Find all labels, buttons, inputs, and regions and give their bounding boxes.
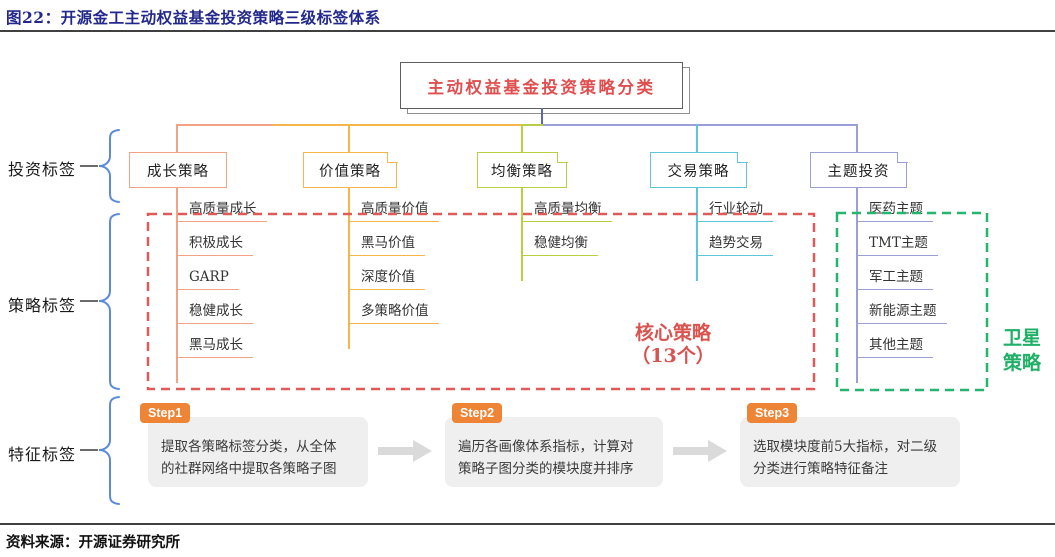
- title-divider: [0, 30, 1055, 32]
- figure-title: 图22：开源金工主动权益基金投资策略三级标签体系: [6, 8, 381, 27]
- list-item: 高质量成长: [176, 188, 336, 222]
- strategy-box-label: 均衡策略: [491, 163, 553, 180]
- folded-corner-icon: [736, 151, 748, 163]
- strategy-box-theme: 主题投资: [810, 151, 908, 188]
- arrow-step1-step2-icon: [378, 440, 432, 462]
- drop-line-growth: [176, 124, 178, 152]
- list-item: 多策略价值: [348, 290, 508, 324]
- list-item: 趋势交易: [696, 222, 856, 256]
- folded-corner-icon: [386, 151, 398, 163]
- strategy-box-growth: 成长策略: [129, 152, 227, 188]
- strategy-box-label: 成长策略: [147, 163, 209, 180]
- arrow-step2-step3-icon: [673, 440, 727, 462]
- folded-corner-icon: [556, 151, 568, 163]
- bus-segment-growth: [176, 124, 273, 126]
- item-group-trading: 行业轮动 趋势交易: [696, 188, 856, 281]
- root-node: 主动权益基金投资策略分类: [400, 62, 683, 109]
- strategy-box-trading: 交易策略: [650, 151, 748, 188]
- item-group-growth: 高质量成长 积极成长 GARP 稳健成长 黑马成长: [176, 188, 336, 383]
- list-item: 稳健成长: [176, 290, 336, 324]
- strategy-box-value: 价值策略: [303, 151, 398, 188]
- step1-box: 提取各策略标签分类，从全体 的社群网络中提取各策略子图: [148, 417, 368, 487]
- group-spine-line: [176, 188, 178, 383]
- list-item: GARP: [176, 256, 336, 290]
- list-item: 行业轮动: [696, 188, 856, 222]
- strategy-box-balance: 均衡策略: [477, 151, 568, 188]
- strategy-box-label: 交易策略: [667, 163, 730, 180]
- source-note: 资料来源：开源证券研究所: [6, 534, 180, 551]
- list-item: 军工主题: [856, 256, 1016, 290]
- list-item: 高质量均衡: [521, 188, 681, 222]
- source-divider: [0, 523, 1055, 525]
- list-item: 黑马价值: [348, 222, 508, 256]
- drop-line-balance: [521, 124, 523, 152]
- list-item: 稳健均衡: [521, 222, 681, 256]
- group-spine-line: [521, 188, 523, 281]
- folded-corner-icon: [896, 151, 908, 163]
- root-connector-line: [541, 108, 543, 124]
- group-spine-line: [348, 188, 350, 349]
- group-spine-line: [696, 188, 698, 281]
- list-item: 其他主题: [856, 324, 1016, 358]
- strategy-box-label: 价值策略: [319, 163, 381, 180]
- drop-line-theme: [856, 124, 858, 152]
- step2-badge: Step2: [452, 403, 503, 423]
- group-spine-line: [856, 188, 858, 383]
- bus-segment-balance: [523, 124, 543, 126]
- row-label-feature: 特征标签: [8, 445, 77, 464]
- list-item: TMT主题: [856, 222, 1016, 256]
- item-group-value: 高质量价值 黑马价值 深度价值 多策略价值: [348, 188, 508, 349]
- brace-feature: [98, 396, 120, 505]
- bus-segment-value: [273, 124, 523, 126]
- step3-badge: Step3: [747, 403, 798, 423]
- list-item: 积极成长: [176, 222, 336, 256]
- row-label-strategy: 策略标签: [8, 296, 77, 315]
- strategy-box-label: 主题投资: [827, 163, 890, 180]
- satellite-strategy-label: 卫星 策略: [1002, 327, 1041, 374]
- step2-box: 遍历各画像体系指标，计算对 策略子图分类的模块度并排序: [445, 417, 663, 487]
- item-group-balance: 高质量均衡 稳健均衡: [521, 188, 681, 281]
- core-strategy-label: 核心策略 （13个）: [631, 322, 715, 367]
- drop-line-value: [348, 124, 350, 152]
- brace-strategy: [98, 213, 120, 390]
- list-item: 深度价值: [348, 256, 508, 290]
- list-item: 黑马成长: [176, 324, 336, 358]
- list-item: 医药主题: [856, 188, 1016, 222]
- drop-line-trading: [696, 124, 698, 152]
- item-group-theme: 医药主题 TMT主题 军工主题 新能源主题 其他主题: [856, 188, 1016, 383]
- list-item: 新能源主题: [856, 290, 1016, 324]
- brace-investment: [98, 129, 120, 203]
- bus-segment-theme: [543, 124, 858, 126]
- row-label-investment: 投资标签: [8, 160, 77, 179]
- list-item: 高质量价值: [348, 188, 508, 222]
- step1-badge: Step1: [140, 403, 191, 423]
- step3-box: 选取模块度前5大指标，对二级 分类进行策略特征备注: [740, 417, 960, 487]
